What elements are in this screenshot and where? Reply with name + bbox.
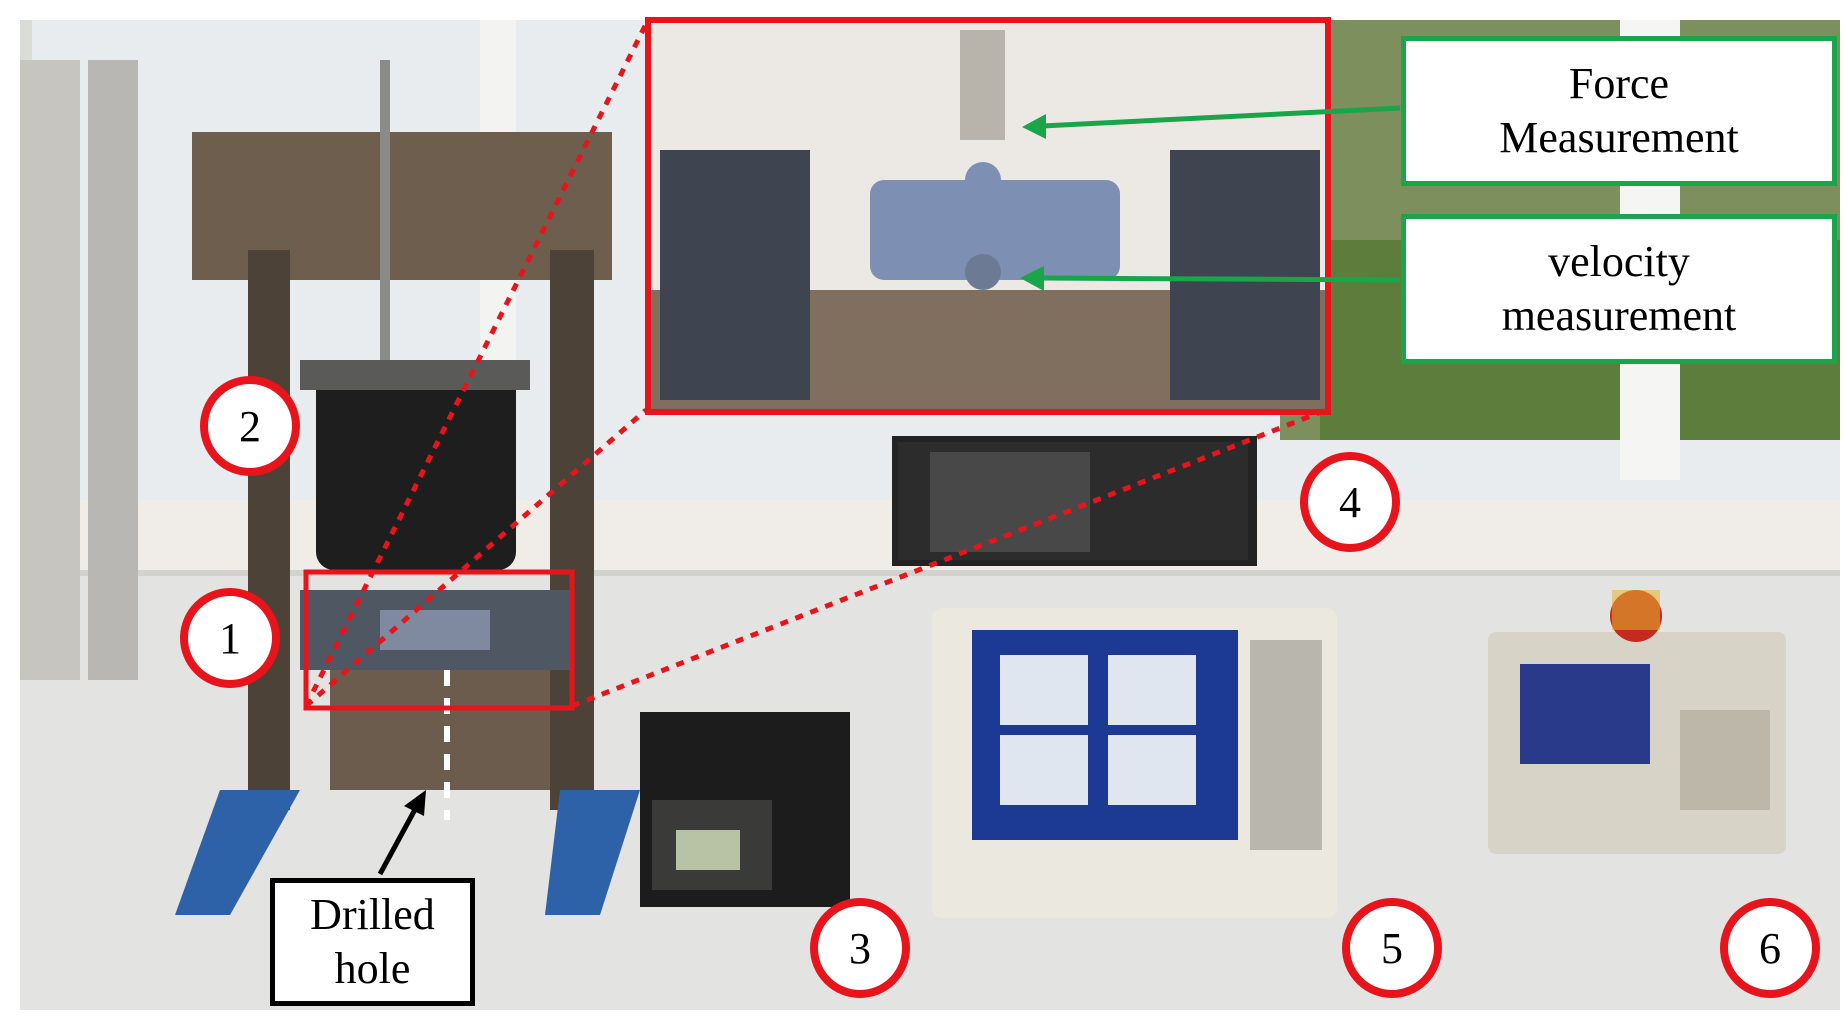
force-measurement-label: Force Measurement <box>1401 36 1837 186</box>
callout-1: 1 <box>180 588 280 688</box>
callout-6-number: 6 <box>1759 923 1781 973</box>
drilled-hole-arrow <box>377 790 426 876</box>
drilled-hole-label: Drilled hole <box>270 878 475 1006</box>
callout-2-number: 2 <box>239 401 261 451</box>
callout-5: 5 <box>1342 898 1442 998</box>
test-frame <box>175 60 640 915</box>
measurement-arrows <box>1020 105 1401 291</box>
aluminium-profile <box>20 60 80 680</box>
zoom-dotted-lines <box>303 22 1327 709</box>
force-measurement-text: Force Measurement <box>1499 59 1739 162</box>
velocity-measurement-text: velocity measurement <box>1501 237 1737 340</box>
drilled-hole-text: Drilled hole <box>310 890 435 993</box>
detail-inset <box>645 17 1331 415</box>
velocity-measurement-label: velocity measurement <box>1401 214 1837 364</box>
callout-4: 4 <box>1300 452 1400 552</box>
shaker <box>316 370 516 570</box>
callout-1-number: 1 <box>219 613 241 663</box>
callout-3: 3 <box>810 898 910 998</box>
callout-2: 2 <box>200 376 300 476</box>
callout-5-number: 5 <box>1381 923 1403 973</box>
callout-3-number: 3 <box>849 923 871 973</box>
zoom-source-rect <box>303 569 575 711</box>
callout-6: 6 <box>1720 898 1820 998</box>
callout-4-number: 4 <box>1339 477 1361 527</box>
